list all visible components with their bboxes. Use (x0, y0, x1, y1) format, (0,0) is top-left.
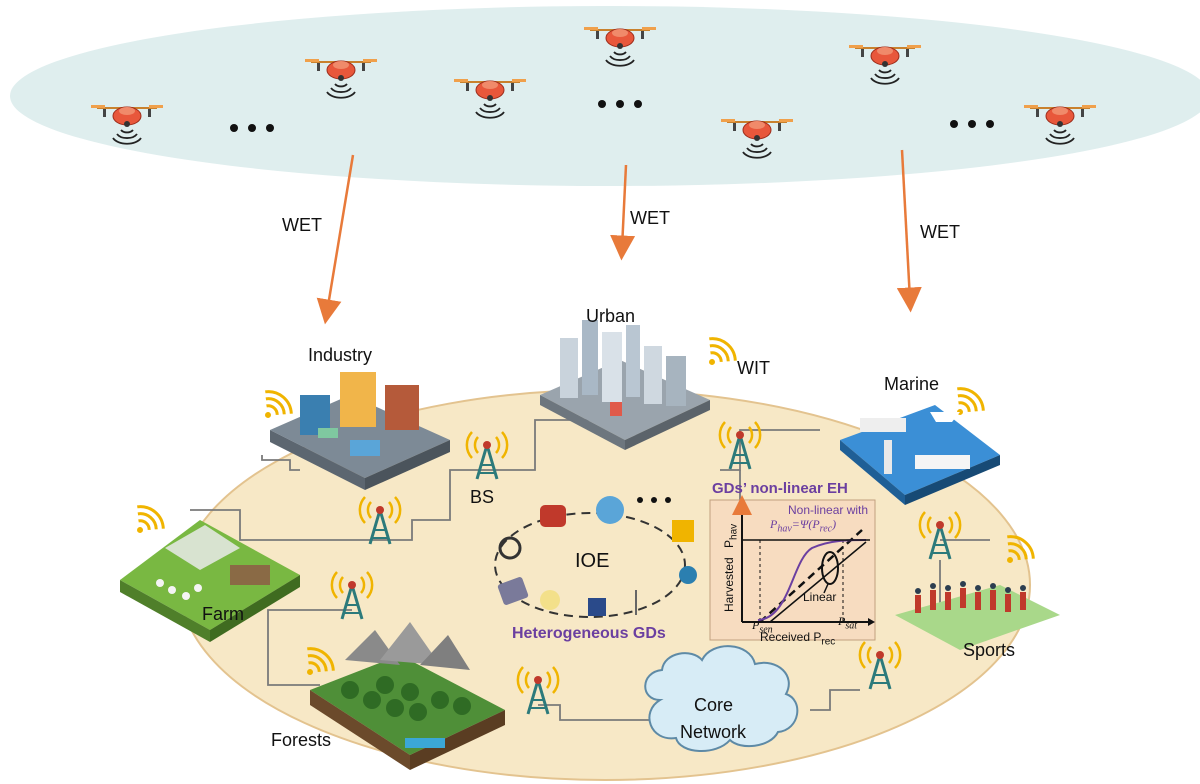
wet-arrow-left (316, 154, 355, 325)
ioe-ring (494, 496, 697, 618)
eh-plot-panel (709, 495, 876, 641)
eh-xlabel-symbol: Prec (813, 630, 836, 648)
sports-label: Sports (963, 640, 1016, 660)
eh-linear-label: Linear (803, 590, 837, 604)
eh-annotation-line1: Non-linear with (788, 503, 869, 517)
eh-formula-rest: =Ψ(P (791, 517, 820, 531)
eh-tick-psen: Psen (752, 618, 773, 635)
wet-left-label: WET (282, 215, 322, 235)
eh-formula-sub: hav (777, 523, 792, 535)
eh-tick-psen-sub: sen (759, 624, 773, 636)
wifi-icon (695, 331, 742, 377)
urban-label: Urban (586, 306, 636, 326)
heterogeneous-gds-label: Heterogeneous GDs (512, 625, 666, 642)
forests-scene (310, 622, 505, 770)
eh-ylabel-text: Harvested (722, 557, 736, 612)
wit-label: WIT (737, 358, 770, 378)
eh-xlabel-text: Received (760, 630, 811, 644)
wet-right-label: WET (920, 222, 960, 242)
wet-arrow-center (610, 164, 636, 261)
core-network-label-line2: Network (680, 722, 747, 742)
core-network-label-line1: Core (694, 695, 734, 715)
eh-ylabel-sub: hav (728, 523, 740, 540)
ellipsis-icon (598, 100, 642, 108)
industry-label: Industry (308, 345, 373, 365)
eh-ylabel: Harvested Phav (722, 524, 739, 612)
eh-formula-sub2: rec (819, 523, 833, 535)
eh-plot-title: GDs’ non-linear EH (712, 480, 848, 497)
marine-label: Marine (884, 374, 940, 394)
eh-formula-end: ) (832, 517, 837, 531)
eh-ylabel-p: P (722, 539, 736, 548)
bs-label: BS (470, 487, 495, 507)
eh-tick-psat-sub: sat (845, 620, 858, 632)
wifi-icon (123, 499, 170, 545)
urban-scene (540, 320, 710, 450)
core-network-cloud (644, 645, 799, 753)
eh-formula-p: P (770, 517, 778, 531)
farm-scene (120, 520, 300, 642)
eh-xlabel-p: P (813, 630, 822, 644)
farm-label: Farm (202, 604, 244, 624)
eh-tick-psat-p: P (838, 614, 846, 628)
marine-scene (840, 405, 1000, 505)
eh-tick-psat: Psat (838, 614, 857, 631)
wet-center-label: WET (630, 208, 670, 228)
sports-scene (895, 581, 1060, 650)
eh-xlabel: Received Prec (760, 630, 835, 647)
eh-ylabel-symbol: Phav (722, 523, 740, 548)
ioe-label: IOE (575, 550, 610, 572)
forests-label: Forests (271, 730, 332, 750)
industry-scene (270, 372, 450, 490)
wet-arrow-right (896, 149, 922, 313)
eh-annotation-formula: Phav=Ψ(Prec) (770, 517, 836, 534)
ellipsis-icon (950, 120, 994, 128)
ellipsis-icon (230, 124, 274, 132)
sky-drone-layer (10, 6, 1200, 186)
eh-tick-psen-p: P (752, 618, 760, 632)
eh-xlabel-sub: rec (821, 636, 836, 648)
